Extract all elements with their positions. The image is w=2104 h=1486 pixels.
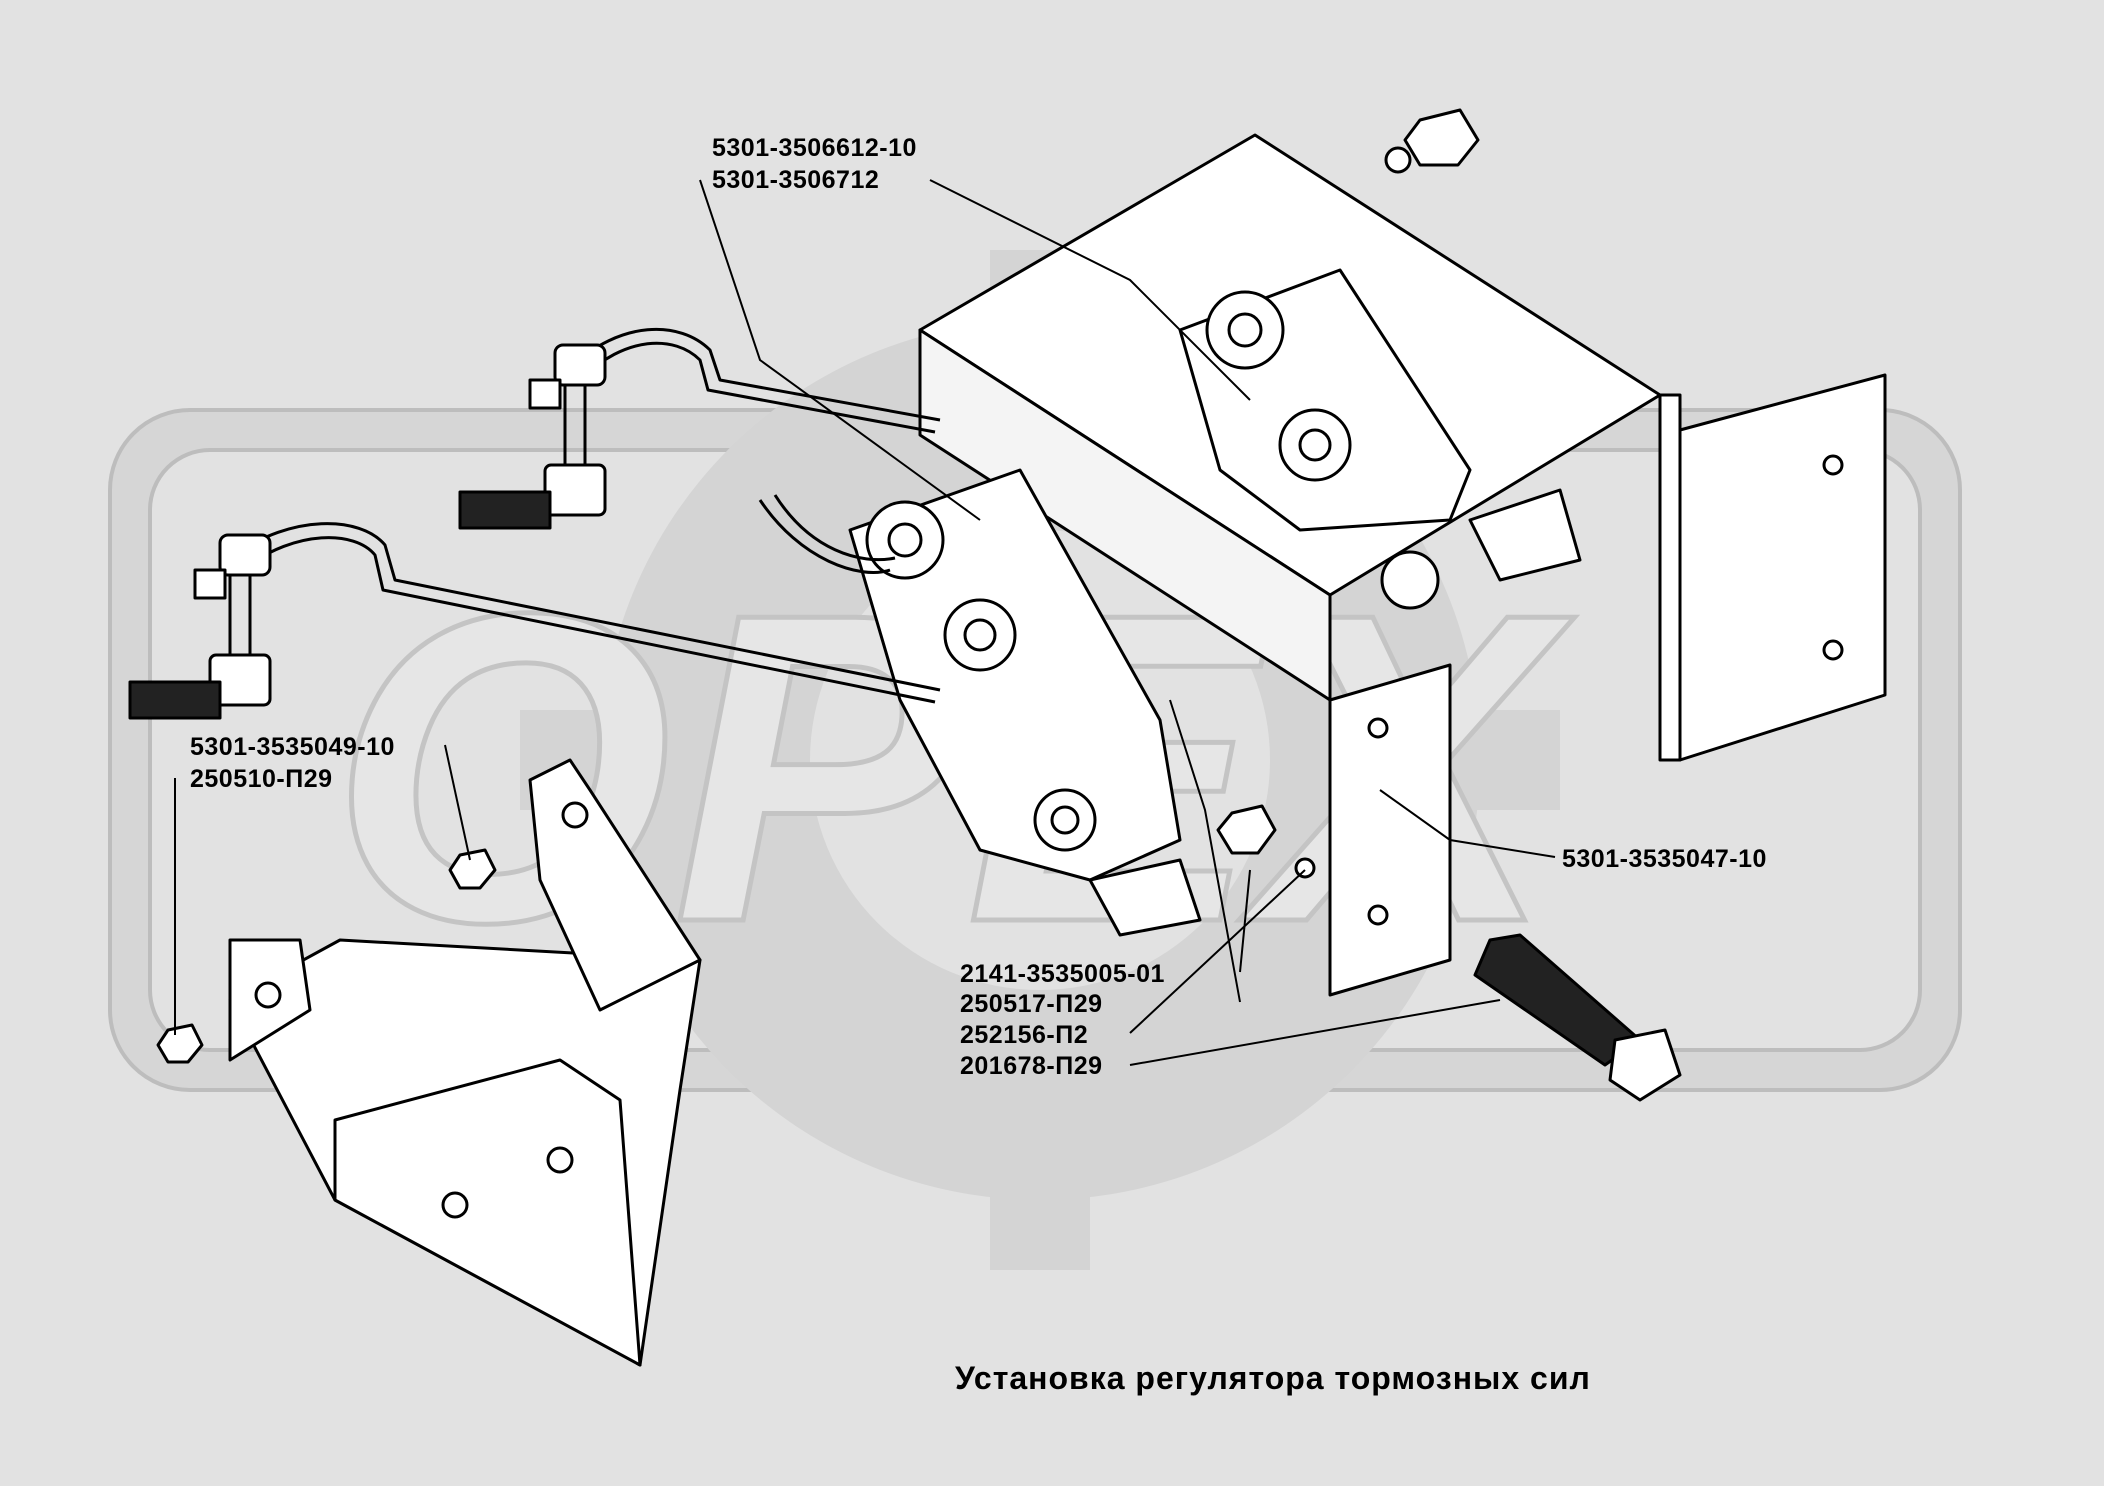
hose-fitting-2: [128, 533, 272, 720]
leader-lines: [174, 179, 1556, 1066]
lower-bracket: [228, 758, 702, 1367]
label-5301-3506612-10: 5301-3506612-10: [712, 134, 917, 162]
label-201678-P29: 201678-П29: [960, 1052, 1103, 1080]
diagram-caption: Установка регулятора тормозных сил: [955, 1360, 1591, 1396]
label-2141-3535005-01: 2141-3535005-01: [960, 960, 1165, 988]
parts: [128, 108, 1887, 1367]
label-252156-P2: 252156-П2: [960, 1021, 1089, 1049]
label-5301-3506712: 5301-3506712: [712, 166, 880, 194]
bolt-201678: [1473, 933, 1682, 1102]
regulator-2: [1178, 268, 1582, 610]
regulator-1: [848, 468, 1202, 937]
hose-fitting-1: [458, 343, 607, 530]
label-250510-P29: 250510-П29: [190, 765, 333, 793]
label-5301-3535049-10: 5301-3535049-10: [190, 733, 395, 761]
label-250517-P29: 250517-П29: [960, 990, 1103, 1018]
label-5301-3535047-10: 5301-3535047-10: [1562, 845, 1767, 873]
nuts-and-washers: [156, 108, 1480, 1064]
